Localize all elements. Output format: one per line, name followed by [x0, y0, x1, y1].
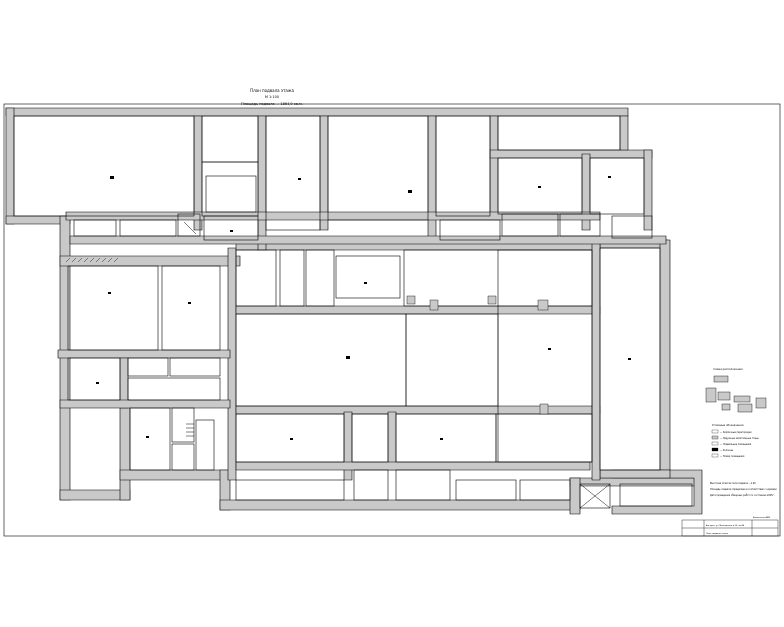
room-tags — [96, 176, 631, 440]
legend-item: — Подвальные помещения — [720, 443, 752, 446]
note-line: Высотная отметка пола подвала —1,90 — [710, 482, 756, 485]
legend-item: — Кирпичные перегородки — [720, 431, 752, 434]
outer-walls — [5, 107, 703, 515]
hatch-strips — [65, 257, 119, 263]
title-block-project: Ангарск, ул. Московская д.25, кв.44 — [706, 524, 745, 527]
room-outlines — [3, 103, 781, 537]
key-plan-label: Схема расположения — [713, 367, 743, 371]
title-block — [681, 519, 779, 537]
notes: Высотная отметка пола подвала —1,90 Площ… — [710, 482, 777, 497]
title-block-code: Выполнено АКМ — [753, 516, 770, 519]
legend-item: — Колонны — [720, 449, 733, 452]
note-line: Площадь подвала определена в соответстви… — [710, 488, 777, 491]
drawing-scale: М 1:100 — [265, 95, 279, 99]
key-plan: Схема расположения — [705, 367, 767, 413]
note-line: Дата проведения обмерных работ по состоя… — [710, 494, 775, 497]
stair-crosses — [183, 221, 611, 509]
legend-item: — Номер помещения — [720, 455, 745, 458]
legend-title: Условные обозначения — [712, 423, 744, 427]
legend: Условные обозначения — Кирпичные перегор… — [711, 423, 759, 458]
drawing-title: План подвала этажа — [250, 88, 294, 93]
title-block-sheet: План подвала этажа — [706, 533, 729, 535]
legend-item: — Наружные капитальные стены — [720, 437, 759, 440]
columns — [406, 295, 549, 415]
